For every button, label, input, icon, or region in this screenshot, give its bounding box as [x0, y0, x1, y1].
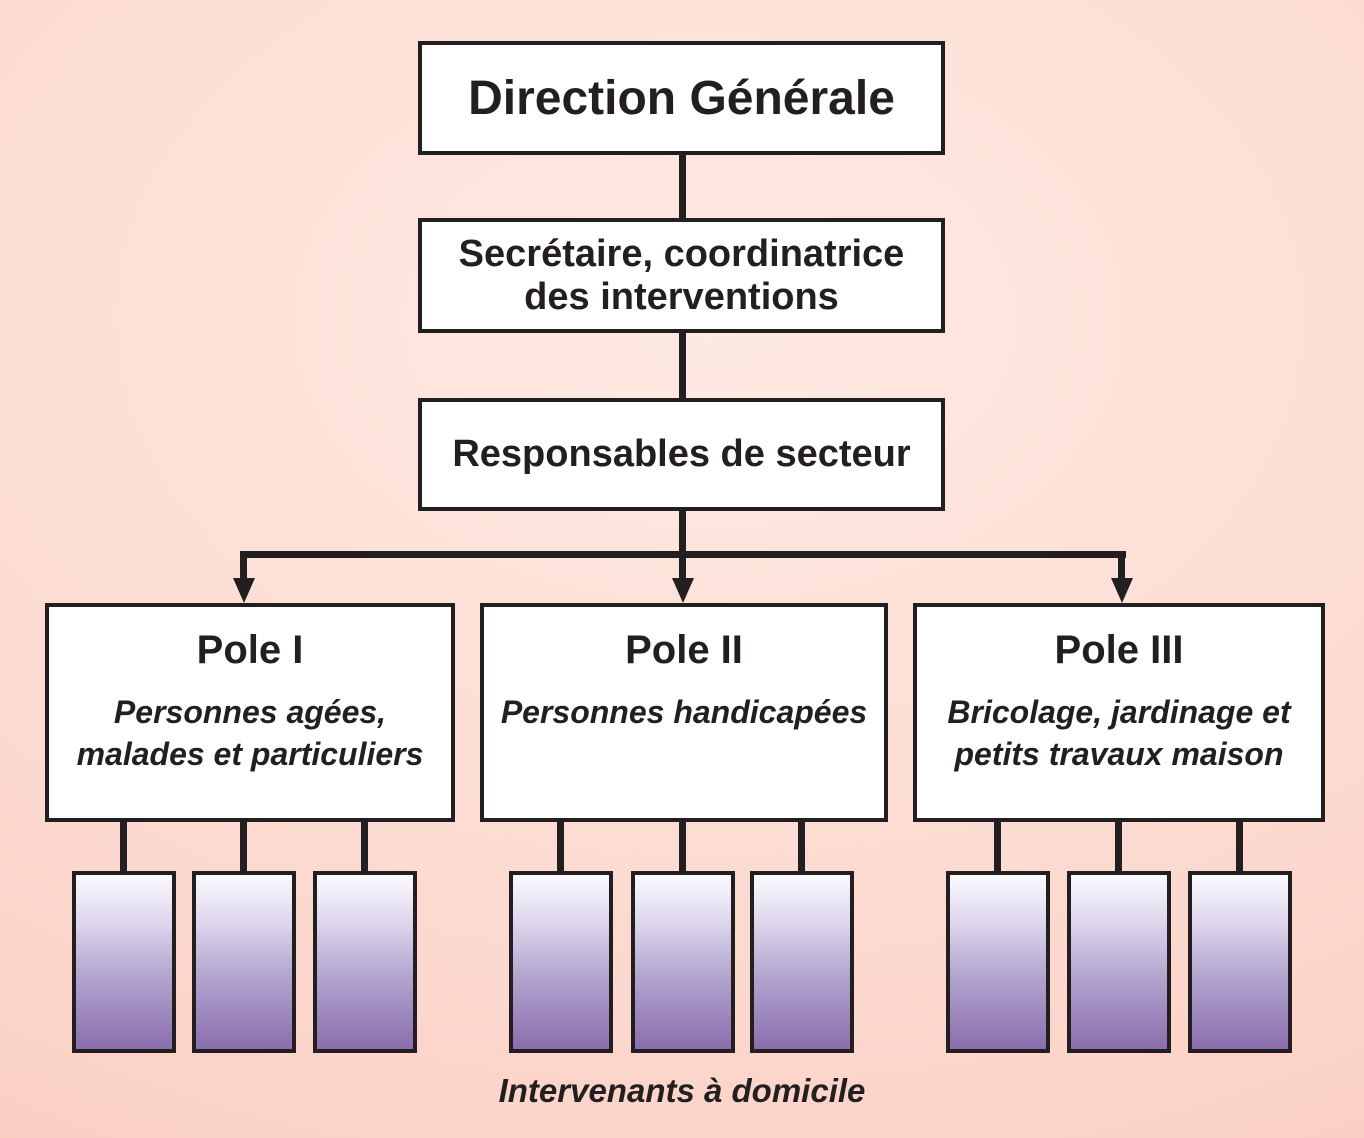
node-label-line2: des interventions [524, 275, 839, 318]
connector-pole2-intervenant-2 [679, 820, 686, 873]
pole-subtitle-line2: et petits travaux maison [954, 694, 1291, 773]
intervenant-box [192, 871, 296, 1053]
node-pole-3: Pole III Bricolage, jardinage et petits … [913, 603, 1325, 822]
intervenant-box [750, 871, 854, 1053]
intervenant-box [313, 871, 417, 1053]
connector-responsables-branch [679, 509, 686, 554]
pole-subtitle-line2: malades et particuliers [76, 736, 424, 773]
node-pole-1: Pole I Personnes agées, malades et parti… [45, 603, 455, 822]
arrow-down-icon [1111, 578, 1133, 603]
connector-pole1-intervenant-1 [120, 820, 127, 873]
pole-subtitle-line2: handicapées [673, 694, 868, 730]
connector-pole3-intervenant-2 [1115, 820, 1122, 873]
intervenant-box [946, 871, 1050, 1053]
caption-intervenants: Intervenants à domicile [498, 1072, 866, 1109]
connector-pole1-intervenant-2 [240, 820, 247, 873]
node-secretaire-coordinatrice: Secrétaire, coordinatrice des interventi… [418, 218, 945, 333]
node-responsables-secteur: Responsables de secteur [418, 398, 945, 511]
node-label: Responsables de secteur [452, 433, 911, 475]
intervenant-box [509, 871, 613, 1053]
branch-stem-pole-3 [1118, 551, 1125, 580]
connector-pole2-intervenant-3 [798, 820, 805, 873]
branch-stem-pole-2 [679, 551, 686, 580]
node-pole-2: Pole II Personnes handicapées [480, 603, 888, 822]
arrow-down-icon [672, 578, 694, 603]
connector-pole2-intervenant-1 [557, 820, 564, 873]
pole-subtitle-line1: Personnes [500, 694, 665, 730]
node-label-line1: Secrétaire, coordinatrice [458, 232, 905, 275]
node-label: Direction Générale [468, 71, 895, 125]
pole-subtitle-line1: Bricolage, jardinage [947, 694, 1254, 730]
arrow-down-icon [233, 578, 255, 603]
branch-stem-pole-1 [240, 551, 247, 580]
intervenant-box [631, 871, 735, 1053]
connector-pole3-intervenant-3 [1236, 820, 1243, 873]
node-direction-generale: Direction Générale [418, 41, 945, 155]
intervenant-box [72, 871, 176, 1053]
intervenant-box [1188, 871, 1292, 1053]
connector-direction-secretaire [679, 153, 686, 220]
intervenant-box [1067, 871, 1171, 1053]
pole-subtitle: Personnes agées, malades et particuliers [49, 691, 451, 775]
pole-subtitle: Personnes handicapées [501, 691, 867, 733]
pole-title: Pole II [625, 628, 743, 672]
pole-subtitle-line1: Personnes agées, [113, 694, 387, 730]
connector-secretaire-responsables [679, 331, 686, 400]
connector-pole1-intervenant-3 [361, 820, 368, 873]
pole-title: Pole I [196, 628, 304, 672]
pole-title: Pole III [1054, 628, 1184, 672]
pole-subtitle: Bricolage, jardinage et petits travaux m… [917, 691, 1321, 775]
connector-pole3-intervenant-1 [994, 820, 1001, 873]
